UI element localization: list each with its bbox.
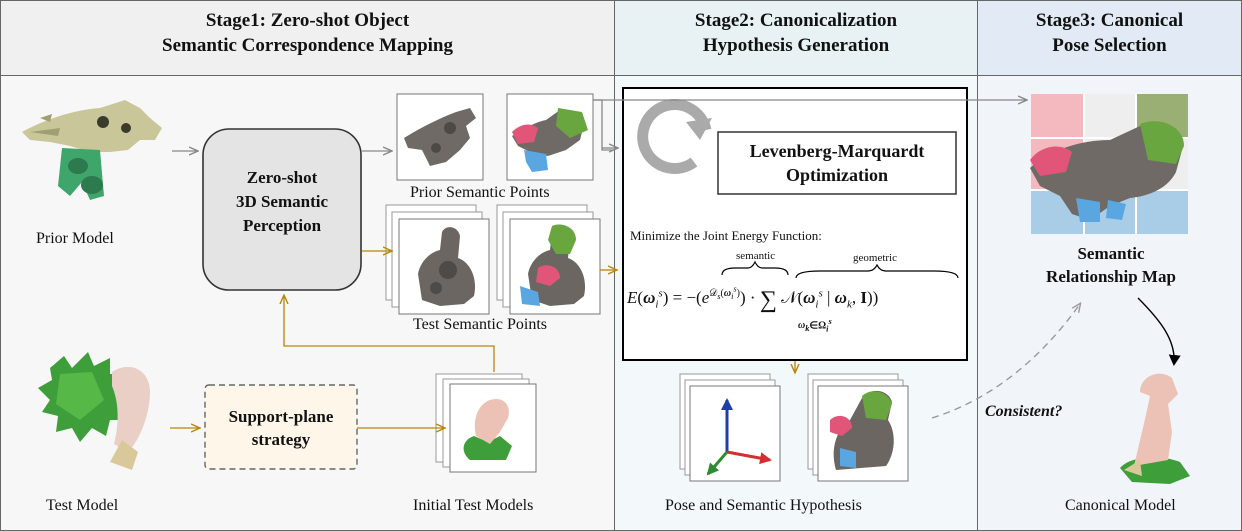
prior-semantic-points-label: Prior Semantic Points <box>410 184 550 201</box>
lm-box <box>717 131 957 195</box>
test-semantic-points-label: Test Semantic Points <box>413 316 547 333</box>
stage2-header-bg <box>615 1 977 75</box>
relationship-map-line2: Relationship Map <box>1046 267 1176 286</box>
geometric-brace <box>795 263 959 279</box>
support-plane-box <box>204 384 358 470</box>
prior-semantic-thumb-1 <box>396 93 484 181</box>
pose-axes-thumb <box>679 373 781 482</box>
initial-test-models-thumb <box>435 373 537 473</box>
test-model-label: Test Model <box>46 497 119 514</box>
stage2-title-line1: Stage2: Canonicalization <box>694 10 898 31</box>
stage1-title-line1: Stage1: Zero-shot Object <box>205 10 410 31</box>
support-box-label: Support-plane strategy <box>205 405 357 451</box>
arrow-map-to-canonical <box>1137 297 1181 366</box>
prior-model-label: Prior Model <box>36 230 114 247</box>
consistent-label: Consistent? <box>985 403 1063 420</box>
support-line1: Support-plane <box>228 407 334 426</box>
lm-line2: Optimization <box>786 165 888 185</box>
stage1-header: Stage1: Zero-shot Object Semantic Corres… <box>1 8 614 58</box>
stage3-header-bg <box>978 1 1241 75</box>
refresh-arrowhead-icon <box>686 118 712 140</box>
stage1-title-line2: Semantic Correspondence Mapping <box>162 35 453 56</box>
perception-box-label: Zero-shot 3D Semantic Perception <box>203 166 361 238</box>
test-semantic-thumb-2 <box>496 204 601 315</box>
prior-model-image <box>22 100 162 200</box>
energy-equation: E(ωis) = −(e𝒟s(ωis)) · ∑ 𝒩(ωis | ωk, I)) <box>627 285 879 313</box>
energy-sum-index: ωk∈Ωis <box>798 317 832 334</box>
pose-hypothesis-label: Pose and Semantic Hypothesis <box>665 497 862 514</box>
perception-box <box>202 128 362 291</box>
test-model-image <box>38 352 150 470</box>
relationship-map-dino <box>1030 121 1184 222</box>
perception-line2: 3D Semantic <box>235 192 329 211</box>
test-semantic-thumb-1 <box>385 204 490 315</box>
lm-box-label: Levenberg-Marquardt Optimization <box>718 139 956 187</box>
stage2-title-line2: Hypothesis Generation <box>702 35 890 56</box>
energy-caption: Minimize the Joint Energy Function: <box>630 228 822 243</box>
canonical-model-label: Canonical Model <box>1065 497 1176 514</box>
relationship-map-label: Semantic Relationship Map <box>1020 242 1202 288</box>
perception-line3: Perception <box>242 216 322 235</box>
semantic-brace-label: semantic <box>736 250 776 262</box>
support-line2: strategy <box>251 430 311 449</box>
relationship-map-line1: Semantic <box>1077 244 1145 263</box>
stage2-header: Stage2: Canonicalization Hypothesis Gene… <box>615 8 977 58</box>
stage3-title-line1: Stage3: Canonical <box>1035 10 1184 31</box>
stage1-header-bg <box>1 1 614 75</box>
stage3-title-line2: Pose Selection <box>1052 35 1167 56</box>
refresh-cycle-icon <box>637 99 712 174</box>
arrow-initial-to-perception <box>284 296 495 372</box>
lm-panel <box>622 87 968 361</box>
semantic-brace <box>721 260 789 276</box>
lm-line1: Levenberg-Marquardt <box>749 141 925 161</box>
initial-test-models-label: Initial Test Models <box>413 497 534 514</box>
canonical-model-image <box>1120 373 1190 484</box>
stage3-header: Stage3: Canonical Pose Selection <box>978 8 1241 58</box>
perception-line1: Zero-shot <box>246 168 318 187</box>
pose-semantic-thumb <box>807 373 909 482</box>
geometric-brace-label: geometric <box>853 252 897 264</box>
prior-semantic-thumb-2 <box>506 93 594 181</box>
